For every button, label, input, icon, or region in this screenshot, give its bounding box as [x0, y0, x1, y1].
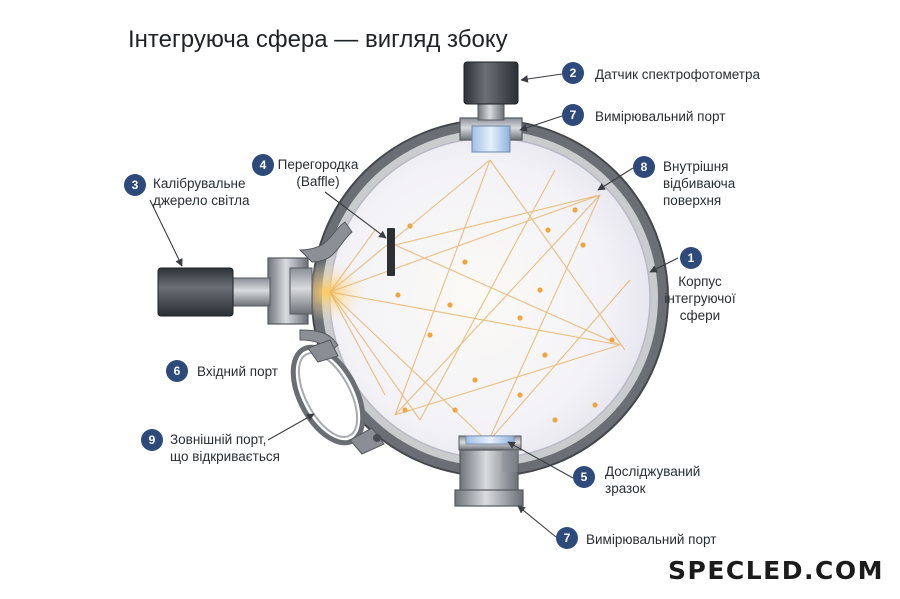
callout-label-housing-text: Корпус інтегруючої сфери: [664, 274, 736, 323]
leader-4: [324, 191, 387, 239]
leader-lines: [149, 73, 679, 538]
callout-label-entrance-port: Вхідний порт: [197, 364, 278, 379]
spectrophotometer-detector: [463, 61, 519, 105]
leader-7b: [517, 505, 557, 538]
callout-badge-7-bottom: 7: [556, 527, 578, 549]
callout-badge-9: 9: [141, 429, 163, 451]
ray-arrows: [395, 207, 615, 423]
callout-label-measurement-port-bottom: Вимірювальний порт: [586, 532, 717, 547]
callout-label-baffle: Перегородка (Baffle): [277, 157, 359, 189]
callout-badge-2: 2: [562, 62, 584, 84]
brand-watermark: SPECLED.COM: [668, 556, 884, 585]
leader-8: [597, 167, 634, 191]
baffle: [387, 228, 395, 276]
callout-label-sample: Досліджуваний зразок: [605, 464, 701, 496]
callout-badge-7-top: 7: [562, 104, 584, 126]
light-rays: [329, 159, 631, 443]
inner-reflective-surface: [329, 137, 651, 459]
calibration-light-source: [157, 267, 271, 317]
leader-2: [520, 73, 563, 83]
callout-label-detector: Датчик спектрофотометра: [595, 67, 760, 82]
callout-badge-3: 3: [124, 174, 146, 196]
leader-7a: [519, 115, 563, 132]
bottom-measurement-port: [454, 435, 524, 507]
callout-badge-1: 1: [680, 247, 702, 269]
callout-badge-8: 8: [633, 156, 655, 178]
callout-label-housing: Корпус інтегруючої сфери: [660, 273, 740, 324]
callout-label-external-port: Зовнішній порт, що відкривається: [170, 432, 280, 464]
diagram-title: Інтегруюча сфера — вигляд збоку: [128, 26, 508, 53]
callout-label-measurement-port-top: Вимірювальний порт: [595, 109, 726, 124]
callout-badge-4: 4: [252, 154, 274, 176]
callout-label-calibration-source: Калібрувальне джерело світла: [153, 176, 250, 208]
leader-5: [507, 441, 574, 479]
callout-label-inner-surface: Внутрішня відбиваюча поверхня: [663, 159, 736, 208]
leader-1: [649, 257, 679, 273]
callout-badge-6: 6: [166, 360, 188, 382]
top-measurement-port: [459, 99, 523, 153]
callout-badge-5: 5: [573, 466, 595, 488]
leader-3: [149, 199, 183, 267]
leader-9: [267, 413, 315, 441]
